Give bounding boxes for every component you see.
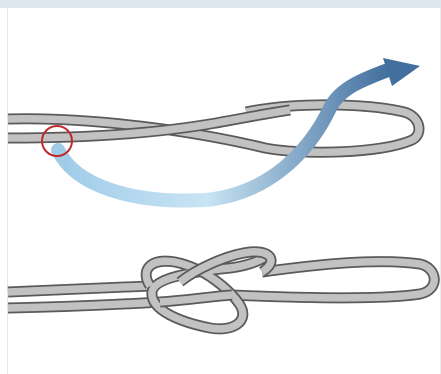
crossing-marker-circle <box>41 125 73 157</box>
step-1-loop <box>7 58 425 208</box>
top-band <box>0 0 441 8</box>
rope-strand-front <box>7 104 291 144</box>
rope-strand-back <box>7 99 425 158</box>
working-end-arrow <box>51 58 420 208</box>
step-2-knot <box>7 246 440 335</box>
rope-knot-body <box>140 246 277 335</box>
left-border <box>7 8 8 374</box>
rope-tail-loop <box>231 256 440 304</box>
rope-standing-parts <box>7 280 161 314</box>
